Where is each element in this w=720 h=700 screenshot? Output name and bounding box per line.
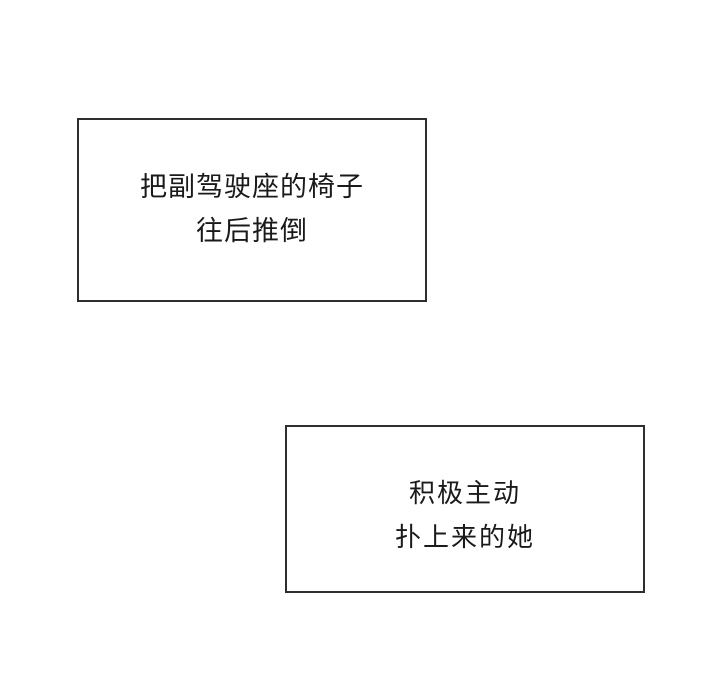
caption-line: 积极主动 <box>408 479 521 509</box>
caption-line: 扑上来的她 <box>394 523 535 553</box>
caption-box-upper: 把副驾驶座的椅子 往后推倒 <box>77 118 427 302</box>
caption-box-lower: 积极主动 扑上来的她 <box>285 425 645 593</box>
caption-line: 往后推倒 <box>196 216 308 247</box>
caption-line: 把副驾驶座的椅子 <box>140 172 364 203</box>
